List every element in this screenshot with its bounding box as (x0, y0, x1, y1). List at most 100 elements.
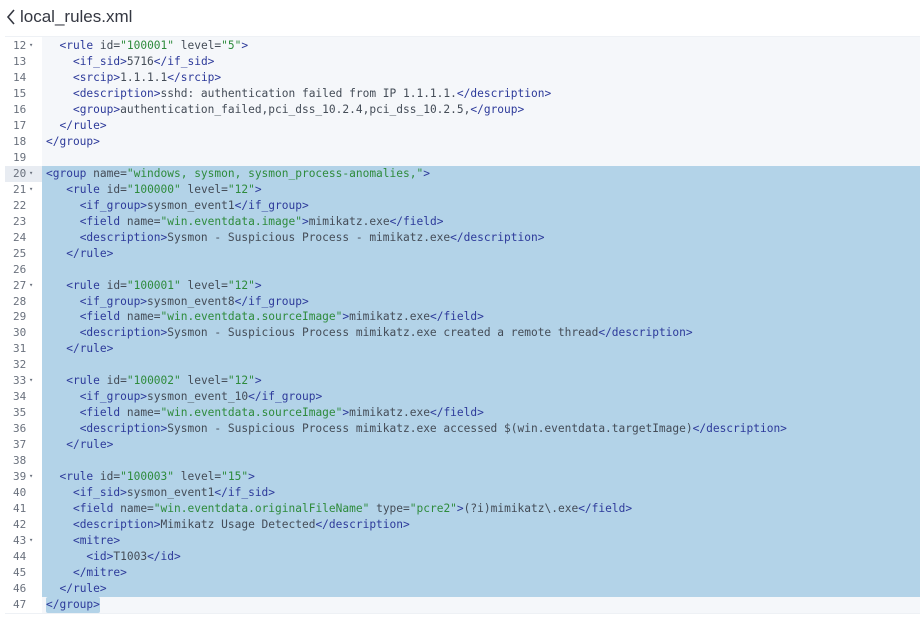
line-number-text: 17 (13, 118, 27, 132)
code-line[interactable]: 47</group> (5, 596, 920, 613)
code-token-tag: <group> (72, 102, 121, 116)
code-line[interactable]: 21▾ <rule id="100000" level="12"> (5, 181, 920, 198)
code-token-attr: name= (93, 166, 127, 180)
code-token-tag: </description> (450, 230, 545, 244)
code-content: <field name="win.eventdata.image">mimika… (42, 213, 920, 230)
code-token-txt (46, 215, 80, 228)
code-line[interactable]: 30 <description>Sysmon - Suspicious Proc… (5, 325, 920, 342)
code-token-tag: <if_group> (79, 390, 148, 404)
code-content: <description>Sysmon - Suspicious Process… (42, 325, 920, 342)
line-number-text: 40 (13, 486, 27, 500)
line-number: 41 (5, 501, 42, 518)
code-line[interactable]: 18</group> (5, 133, 920, 150)
code-line[interactable]: 13 <if_sid>5716</if_sid> (5, 53, 920, 70)
code-content: </group> (42, 134, 920, 150)
line-number: 47 (5, 596, 42, 613)
code-line[interactable]: 16 <group>authentication_failed,pci_dss_… (5, 101, 920, 118)
line-number-text: 41 (13, 502, 27, 516)
code-line[interactable]: 35 <field name="win.eventdata.sourceImag… (5, 405, 920, 422)
line-number-text: 35 (13, 406, 27, 420)
code-token-txt (46, 310, 80, 323)
code-content: <description>sshd: authentication failed… (42, 86, 920, 102)
code-token-tag: > (254, 374, 262, 388)
code-line[interactable]: 25 </rule> (5, 245, 920, 262)
code-line[interactable]: 23 <field name="win.eventdata.image">mim… (5, 213, 920, 230)
code-content (42, 261, 920, 278)
fold-toggle-icon[interactable]: ▾ (29, 536, 34, 545)
code-token-tag: > (342, 310, 350, 324)
code-line[interactable]: 22 <if_group>sysmon_event1</if_group> (5, 197, 920, 214)
code-line[interactable]: 43▾ <mitre> (5, 533, 920, 549)
code-token-txt: sysmon_event1 (126, 486, 215, 500)
code-line[interactable]: 40 <if_sid>sysmon_event1</if_sid> (5, 485, 920, 502)
code-token-txt (46, 119, 59, 132)
line-number-text: 24 (13, 230, 27, 244)
code-line[interactable]: 15 <description>sshd: authentication fai… (5, 85, 920, 102)
code-line[interactable]: 24 <description>Sysmon - Suspicious Proc… (5, 229, 920, 246)
fold-toggle-icon[interactable]: ▾ (29, 184, 34, 193)
code-line[interactable]: 38 (5, 453, 920, 470)
code-token-str: "15" (221, 470, 249, 484)
line-number-text: 42 (13, 518, 27, 532)
code-line[interactable]: 19 (5, 149, 920, 166)
fold-toggle-icon[interactable]: ▾ (29, 168, 34, 177)
code-line[interactable]: 34 <if_group>sysmon_event_10</if_group> (5, 389, 920, 406)
code-content (42, 150, 920, 166)
line-number: 40 (5, 485, 42, 502)
code-lines: 12▾ <rule id="100001" level="5">13 <if_s… (5, 38, 920, 613)
code-line[interactable]: 44 <id>T1003</id> (5, 549, 920, 565)
code-content (42, 357, 920, 374)
code-line[interactable]: 36 <description>Sysmon - Suspicious Proc… (5, 421, 920, 438)
code-line[interactable]: 20▾<group name="windows, sysmon, sysmon_… (5, 165, 920, 182)
code-editor[interactable]: 12▾ <rule id="100001" level="5">13 <if_s… (5, 36, 920, 614)
line-number: 39▾ (5, 469, 42, 486)
code-token-str: "win.eventdata.image" (160, 214, 302, 228)
code-line[interactable]: 33▾ <rule id="100002" level="12"> (5, 373, 920, 390)
code-token-tag: </description> (456, 86, 552, 100)
code-content: <if_group>sysmon_event_10</if_group> (42, 389, 920, 406)
fold-toggle-icon[interactable]: ▾ (29, 41, 34, 49)
code-line[interactable]: 17 </rule> (5, 117, 920, 134)
code-token-txt (46, 502, 73, 515)
code-token-tag: </description> (315, 518, 410, 532)
code-line[interactable]: 39▾ <rule id="100003" level="15"> (5, 469, 920, 486)
fold-toggle-icon[interactable]: ▾ (29, 280, 34, 289)
code-line[interactable]: 31 </rule> (5, 341, 920, 358)
code-token-tag: > (248, 470, 255, 484)
code-token-tag: </rule> (59, 118, 107, 132)
code-line[interactable]: 45 </mitre> (5, 564, 920, 581)
code-token-txt (46, 342, 66, 355)
code-line[interactable]: 26 (5, 261, 920, 278)
code-line[interactable]: 14 <srcip>1.1.1.1</srcip> (5, 69, 920, 86)
code-token-attr: level= (180, 182, 228, 196)
code-line[interactable]: 29 <field name="win.eventdata.sourceImag… (5, 309, 920, 326)
code-token-tag: <rule (66, 374, 107, 388)
code-line[interactable]: 41 <field name="win.eventdata.originalFi… (5, 501, 920, 518)
code-line[interactable]: 32 (5, 357, 920, 374)
code-token-txt (46, 87, 73, 100)
code-line[interactable]: 42 <description>Mimikatz Usage Detected<… (5, 517, 920, 534)
code-token-tag: </id> (147, 550, 181, 563)
code-content: <group>authentication_failed,pci_dss_10.… (42, 102, 920, 118)
code-token-attr: name= (120, 502, 154, 516)
code-content: <rule id="100003" level="15"> (42, 469, 920, 486)
line-number-text: 28 (13, 294, 27, 308)
code-line[interactable]: 46 </rule> (5, 580, 920, 597)
fold-toggle-icon[interactable]: ▾ (29, 376, 34, 385)
code-line[interactable]: 27▾ <rule id="100001" level="12"> (5, 277, 920, 294)
chevron-left-icon[interactable] (6, 8, 16, 26)
line-number-text: 32 (13, 358, 27, 372)
line-number-text: 19 (13, 150, 27, 164)
line-number: 33▾ (5, 373, 42, 390)
code-token-txt: (?i)mimikatz\.exe (463, 502, 579, 516)
fold-toggle-icon[interactable]: ▾ (29, 472, 34, 481)
line-number-text: 34 (13, 390, 27, 404)
line-number-text: 47 (13, 597, 27, 611)
line-number: 25 (5, 245, 42, 262)
line-number-text: 36 (13, 422, 27, 436)
code-content: <field name="win.eventdata.originalFileN… (42, 501, 920, 518)
code-line[interactable]: 12▾ <rule id="100001" level="5"> (5, 38, 920, 54)
code-line[interactable]: 37 </rule> (5, 437, 920, 454)
code-line[interactable]: 28 <if_group>sysmon_event8</if_group> (5, 293, 920, 310)
code-token-tag: <id> (86, 550, 114, 563)
